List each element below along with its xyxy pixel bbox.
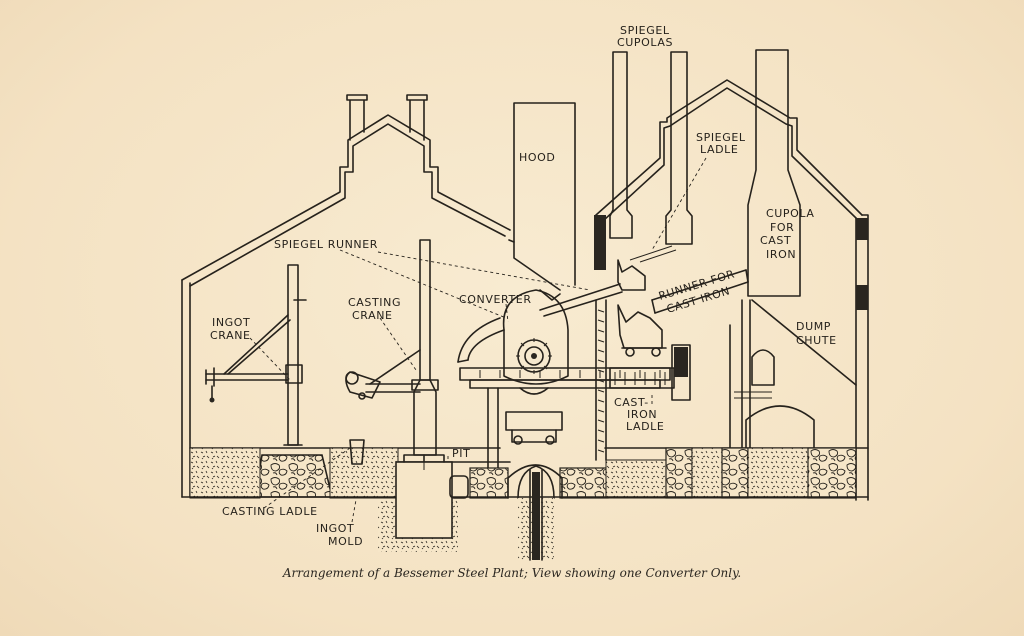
label-casting-crane-2: CRANE: [352, 309, 393, 322]
label-cupola-4: IRON: [766, 248, 796, 261]
label-hood: HOOD: [519, 151, 555, 164]
leader-lines: [249, 157, 707, 523]
label-ingot-mold-2: MOLD: [328, 535, 363, 548]
label-converter: CONVERTER: [459, 293, 532, 306]
right-building: [594, 79, 869, 501]
label-spiegel-runner: SPIEGEL RUNNER: [274, 238, 378, 251]
hood: [508, 102, 576, 291]
label-ingot-crane-2: CRANE: [210, 329, 251, 342]
label-casting-crane-1: CASTING: [348, 296, 401, 309]
converter: [457, 289, 671, 469]
label-ingot-mold-1: INGOT: [316, 522, 354, 535]
figure-caption: Arrangement of a Bessemer Steel Plant; V…: [282, 566, 742, 580]
cupola-for-cast-iron: [741, 49, 801, 449]
label-cupola-3: CAST: [760, 234, 791, 247]
label-dump-chute-2: CHUTE: [796, 334, 837, 347]
label-casting-ladle: CASTING LADLE: [222, 505, 318, 518]
label-spiegel-ladle-1: SPIEGEL: [696, 131, 746, 144]
label-dump-chute-1: DUMP: [796, 320, 831, 333]
spiegel-cupolas: [609, 51, 693, 245]
label-cupola-1: CUPOLA: [766, 207, 815, 220]
ingot-crane: [205, 264, 307, 446]
spiegel-ladle-area: [539, 245, 749, 317]
label-spiegel-cupolas-2: CUPOLAS: [617, 36, 673, 49]
label-cast-iron-ladle-2: IRON: [627, 408, 657, 421]
dump-chute: [729, 299, 857, 449]
label-cast-iron-ladle-1: CAST-: [614, 396, 649, 409]
foundations: [181, 439, 869, 561]
label-cast-iron-ladle-3: LADLE: [626, 420, 664, 433]
label-pit: PIT: [452, 447, 470, 460]
label-spiegel-ladle-2: LADLE: [700, 143, 738, 156]
label-cupola-2: FOR: [770, 221, 794, 234]
label-spiegel-cupolas-1: SPIEGEL: [620, 24, 670, 37]
casting-crane: [345, 239, 439, 463]
label-ingot-crane-1: INGOT: [212, 316, 250, 329]
cast-iron-ladle: [609, 304, 691, 405]
left-building: [181, 94, 511, 498]
